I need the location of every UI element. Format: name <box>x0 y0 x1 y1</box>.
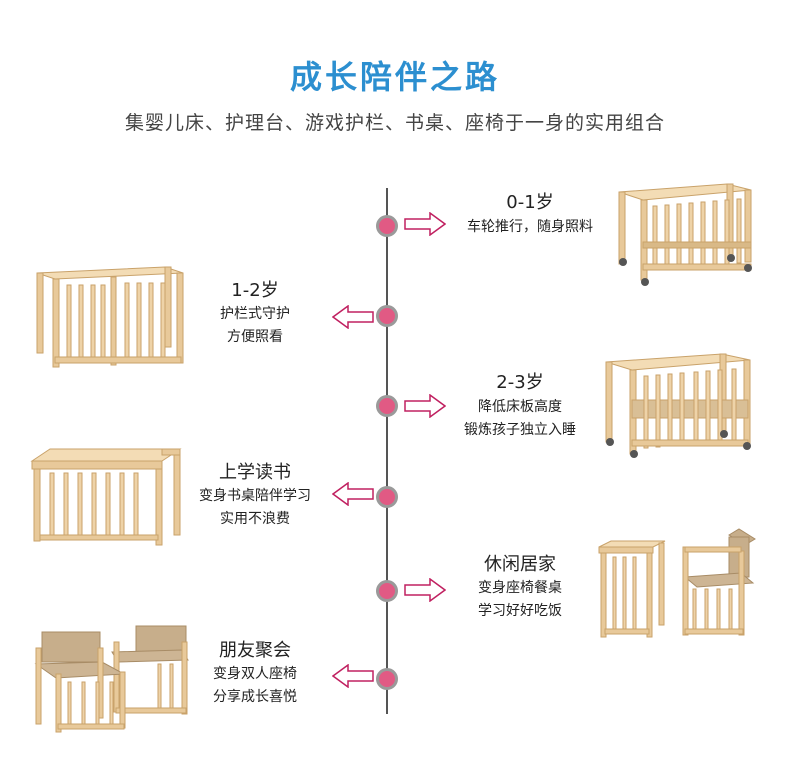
stage-desc: 方便照看 <box>227 329 283 345</box>
timeline-dot <box>376 395 398 417</box>
stage-label: 休闲居家 <box>484 554 556 575</box>
timeline-dot <box>376 486 398 508</box>
stage-label: 朋友聚会 <box>219 640 291 661</box>
stage-desc: 变身书桌陪伴学习 <box>199 488 311 504</box>
stage-desc: 车轮推行，随身照料 <box>467 219 593 235</box>
stage-label: 上学读书 <box>219 462 291 483</box>
timeline-dot <box>376 668 398 690</box>
stage-label: 2-3岁 <box>496 372 544 393</box>
stage-desc: 分享成长喜悦 <box>213 689 297 705</box>
timeline-dot <box>376 580 398 602</box>
arrow-left-icon <box>332 305 374 329</box>
arrow-left-icon <box>332 482 374 506</box>
timeline-line <box>386 188 388 714</box>
stage-desc: 锻炼孩子独立入睡 <box>464 422 576 438</box>
arrow-right-icon <box>404 394 446 418</box>
stage-label: 1-2岁 <box>231 280 279 301</box>
stage-desc: 降低床板高度 <box>478 399 562 415</box>
timeline-dot <box>376 305 398 327</box>
timeline-dot <box>376 215 398 237</box>
stage-desc: 实用不浪费 <box>220 511 290 527</box>
page-subtitle: 集婴儿床、护理台、游戏护栏、书桌、座椅于一身的实用组合 <box>124 112 665 134</box>
crib-with-wheels-image <box>618 183 752 286</box>
desk-image <box>30 448 182 546</box>
arrow-right-icon <box>404 212 446 236</box>
arrow-left-icon <box>332 664 374 688</box>
stage-desc: 护栏式守护 <box>220 306 290 322</box>
stage-desc: 变身双人座椅 <box>213 666 297 682</box>
stage-desc: 变身座椅餐桌 <box>478 580 562 596</box>
chair-and-table-image <box>598 528 756 638</box>
page-title: 成长陪伴之路 <box>289 58 500 96</box>
two-chairs-image <box>34 625 189 733</box>
low-crib-image <box>605 353 751 458</box>
stage-desc: 学习好好吃饭 <box>478 603 562 619</box>
arrow-right-icon <box>404 578 446 602</box>
stage-label: 0-1岁 <box>506 192 554 213</box>
playpen-image <box>36 266 184 368</box>
